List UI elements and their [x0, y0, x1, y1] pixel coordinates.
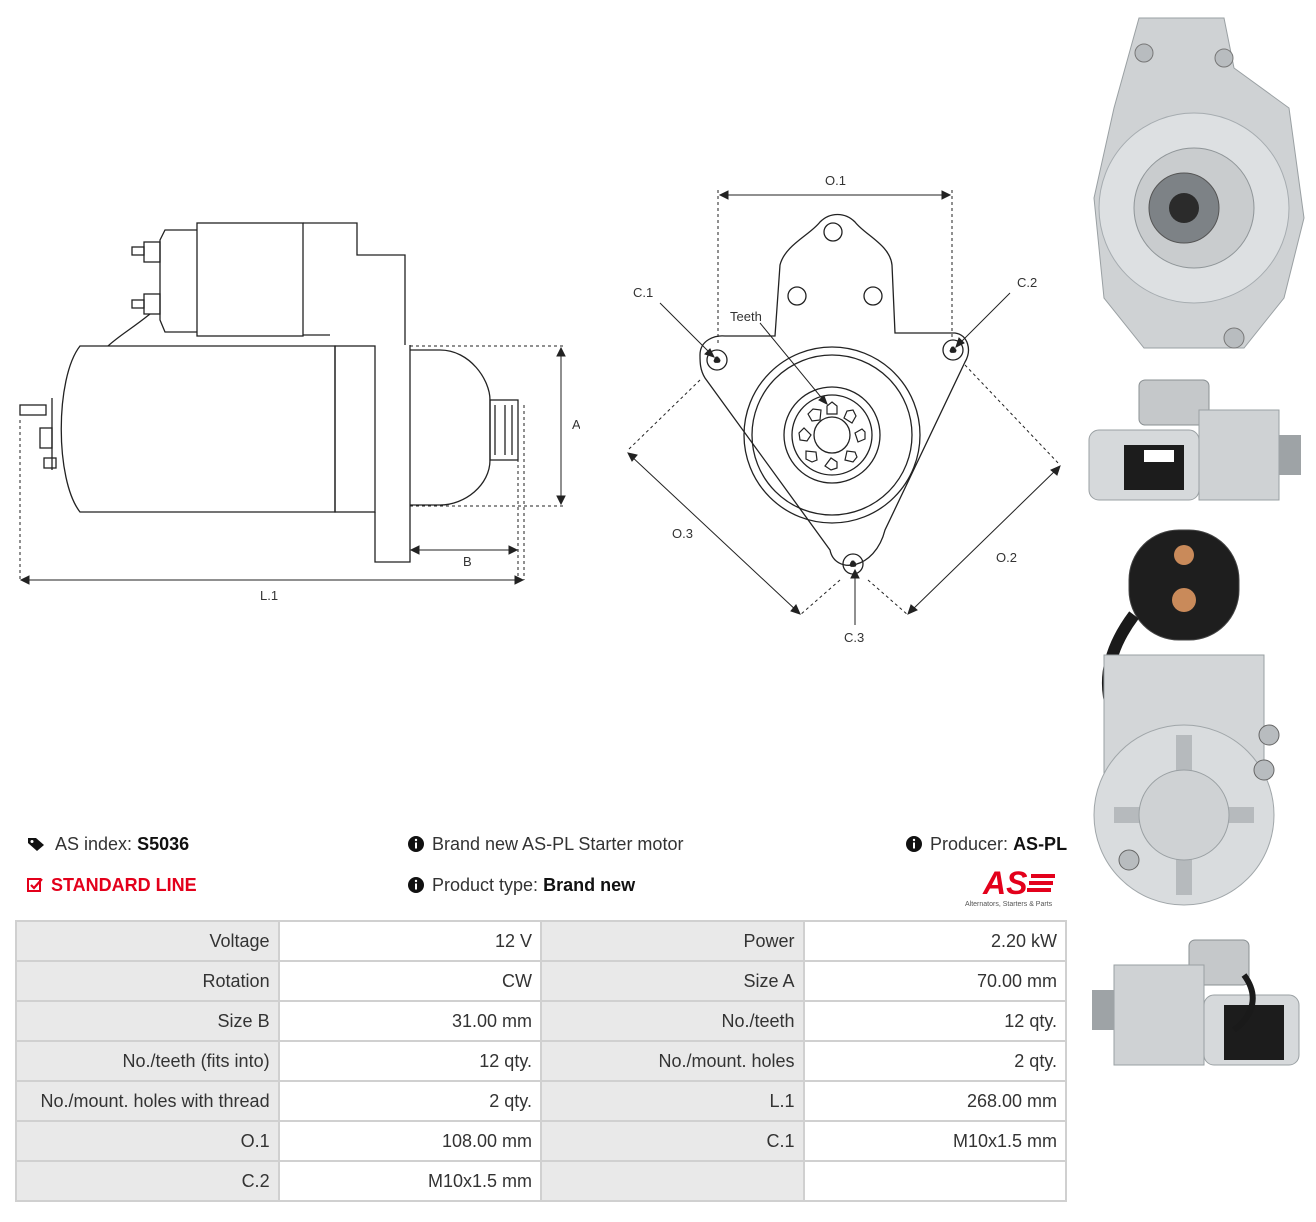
dim-c2-label: C.2 [1017, 275, 1037, 290]
info-icon [408, 877, 424, 893]
spec-label: Rotation [15, 960, 280, 1002]
dim-c3-label: C.3 [844, 630, 864, 645]
dim-c1-label: C.1 [633, 285, 653, 300]
as-index-label: AS index: [55, 834, 133, 854]
spec-value [802, 1160, 1068, 1202]
product-type-label: Product type: [432, 875, 539, 895]
spec-value: 12 V [277, 920, 542, 962]
spec-value: 108.00 mm [277, 1120, 542, 1162]
as-pl-logo: AS Alternators, Starters & Parts [965, 865, 1055, 908]
dim-teeth-label: Teeth [730, 309, 762, 324]
spec-label: No./mount. holes with thread [15, 1080, 280, 1122]
info-icon [408, 836, 424, 852]
spec-label: No./teeth [539, 1000, 805, 1042]
spec-value: 70.00 mm [802, 960, 1068, 1002]
spec-value: M10x1.5 mm [802, 1120, 1068, 1162]
dim-o1-label: O.1 [825, 173, 846, 188]
spec-row: No./teeth (fits into)12 qty.No./mount. h… [15, 1040, 1068, 1082]
producer-label: Producer: [930, 834, 1009, 854]
producer-value: AS-PL [1013, 834, 1068, 854]
standard-line-row: STANDARD LINE [27, 874, 197, 896]
info-icon [906, 836, 922, 852]
spec-value: 31.00 mm [277, 1000, 542, 1042]
spec-value: 12 qty. [277, 1040, 542, 1082]
dim-l1-label: L.1 [260, 588, 278, 603]
brand-new-text: Brand new AS-PL Starter motor [432, 834, 684, 854]
product-type-value: Brand new [543, 875, 636, 895]
spec-label: Size B [15, 1000, 280, 1042]
spec-label: L.1 [539, 1080, 805, 1122]
spec-value: 2.20 kW [802, 920, 1068, 962]
as-index-row: AS index: S5036 [27, 833, 189, 855]
spec-value: 2 qty. [277, 1080, 542, 1122]
spec-label: No./teeth (fits into) [15, 1040, 280, 1082]
logo-text: AS [982, 865, 1028, 901]
front-view-drawing: O.1 C.1 C.2 Teeth O.3 O.2 C.3 [627, 173, 1061, 645]
spec-label: O.1 [15, 1120, 280, 1162]
spec-value: 2 qty. [802, 1040, 1068, 1082]
logo-tagline: Alternators, Starters & Parts [965, 901, 1053, 908]
spec-value: 12 qty. [802, 1000, 1068, 1042]
producer-row: Producer: AS-PL [906, 833, 1067, 855]
dim-o3-label: O.3 [672, 526, 693, 541]
dim-b-label: B [463, 554, 472, 569]
brand-new-row: Brand new AS-PL Starter motor [408, 833, 683, 855]
dim-o2-label: O.2 [996, 550, 1017, 565]
spec-value: CW [277, 960, 542, 1002]
spec-label: Power [539, 920, 805, 962]
spec-value: M10x1.5 mm [277, 1160, 542, 1202]
standard-line-label: STANDARD LINE [51, 875, 197, 895]
checkbox-icon [27, 878, 43, 892]
spec-value: 268.00 mm [802, 1080, 1068, 1122]
spec-label: Voltage [15, 920, 280, 962]
spec-label: C.2 [15, 1160, 280, 1202]
spec-label: No./mount. holes [539, 1040, 805, 1082]
spec-label [539, 1160, 805, 1202]
product-photo-front[interactable] [1084, 8, 1309, 363]
as-index-value: S5036 [137, 834, 190, 854]
tag-icon [28, 838, 44, 851]
spec-label: Size A [539, 960, 805, 1002]
product-photo-angle[interactable] [1084, 935, 1309, 1075]
side-view-drawing: A B L.1 [19, 222, 580, 603]
product-photo-rear[interactable] [1084, 525, 1309, 920]
product-photo-side[interactable] [1084, 370, 1309, 510]
dim-a-label: A [572, 417, 580, 432]
product-type-row: Product type: Brand new [408, 874, 635, 896]
spec-label: C.1 [539, 1120, 805, 1162]
